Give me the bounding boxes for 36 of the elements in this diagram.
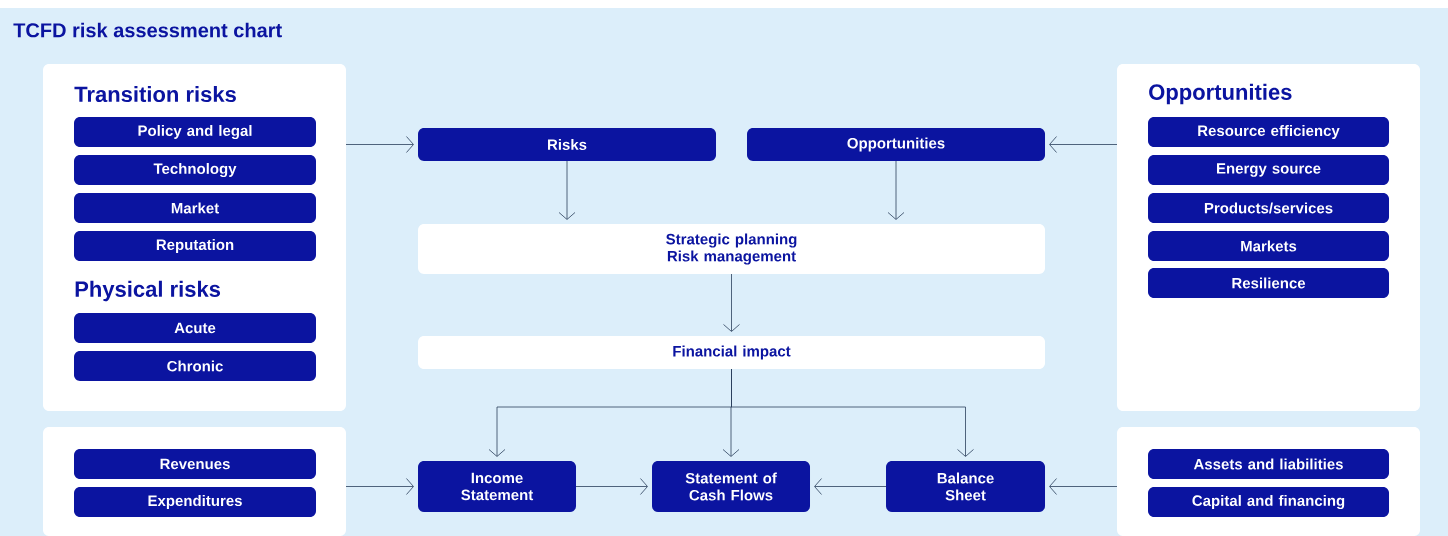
arrow	[575, 478, 648, 495]
process-box: Financial impact	[418, 336, 1045, 369]
category-box: Income Statement	[418, 461, 576, 512]
process-box: Strategic planning Risk management	[418, 224, 1045, 274]
category-box: Opportunities	[747, 128, 1045, 161]
category-box: Expenditures	[74, 487, 316, 517]
category-box: Markets	[1148, 231, 1389, 261]
category-box: Chronic	[74, 351, 316, 381]
arrow	[887, 160, 905, 220]
category-box: Resource efficiency	[1148, 117, 1389, 147]
arrow	[731, 368, 974, 457]
category-box: Risks	[418, 128, 716, 161]
arrow	[1049, 136, 1118, 153]
arrow	[1049, 478, 1118, 495]
arrow	[558, 160, 576, 220]
arrow	[345, 478, 414, 495]
category-box: Capital and financing	[1148, 487, 1389, 517]
section-heading: Physical risks	[75, 280, 221, 302]
section-heading: Transition risks	[74, 85, 236, 103]
category-box: Policy and legal	[74, 117, 316, 147]
category-box: Reputation	[74, 231, 316, 261]
chart-title: TCFD risk assessment chart	[13, 22, 282, 38]
section-heading: Opportunities	[1149, 83, 1292, 105]
category-box: Statement of Cash Flows	[652, 461, 810, 512]
category-box: Balance Sheet	[886, 461, 1045, 512]
category-box: Market	[74, 193, 316, 223]
category-box: Products/services	[1148, 193, 1389, 223]
category-box: Technology	[74, 155, 316, 185]
category-box: Revenues	[74, 449, 316, 479]
arrow	[345, 136, 414, 153]
category-box: Energy source	[1148, 155, 1389, 185]
arrow	[723, 273, 740, 332]
arrow	[814, 478, 887, 495]
category-box: Assets and liabilities	[1148, 449, 1389, 479]
category-box: Acute	[74, 313, 316, 343]
category-box: Resilience	[1148, 268, 1389, 298]
